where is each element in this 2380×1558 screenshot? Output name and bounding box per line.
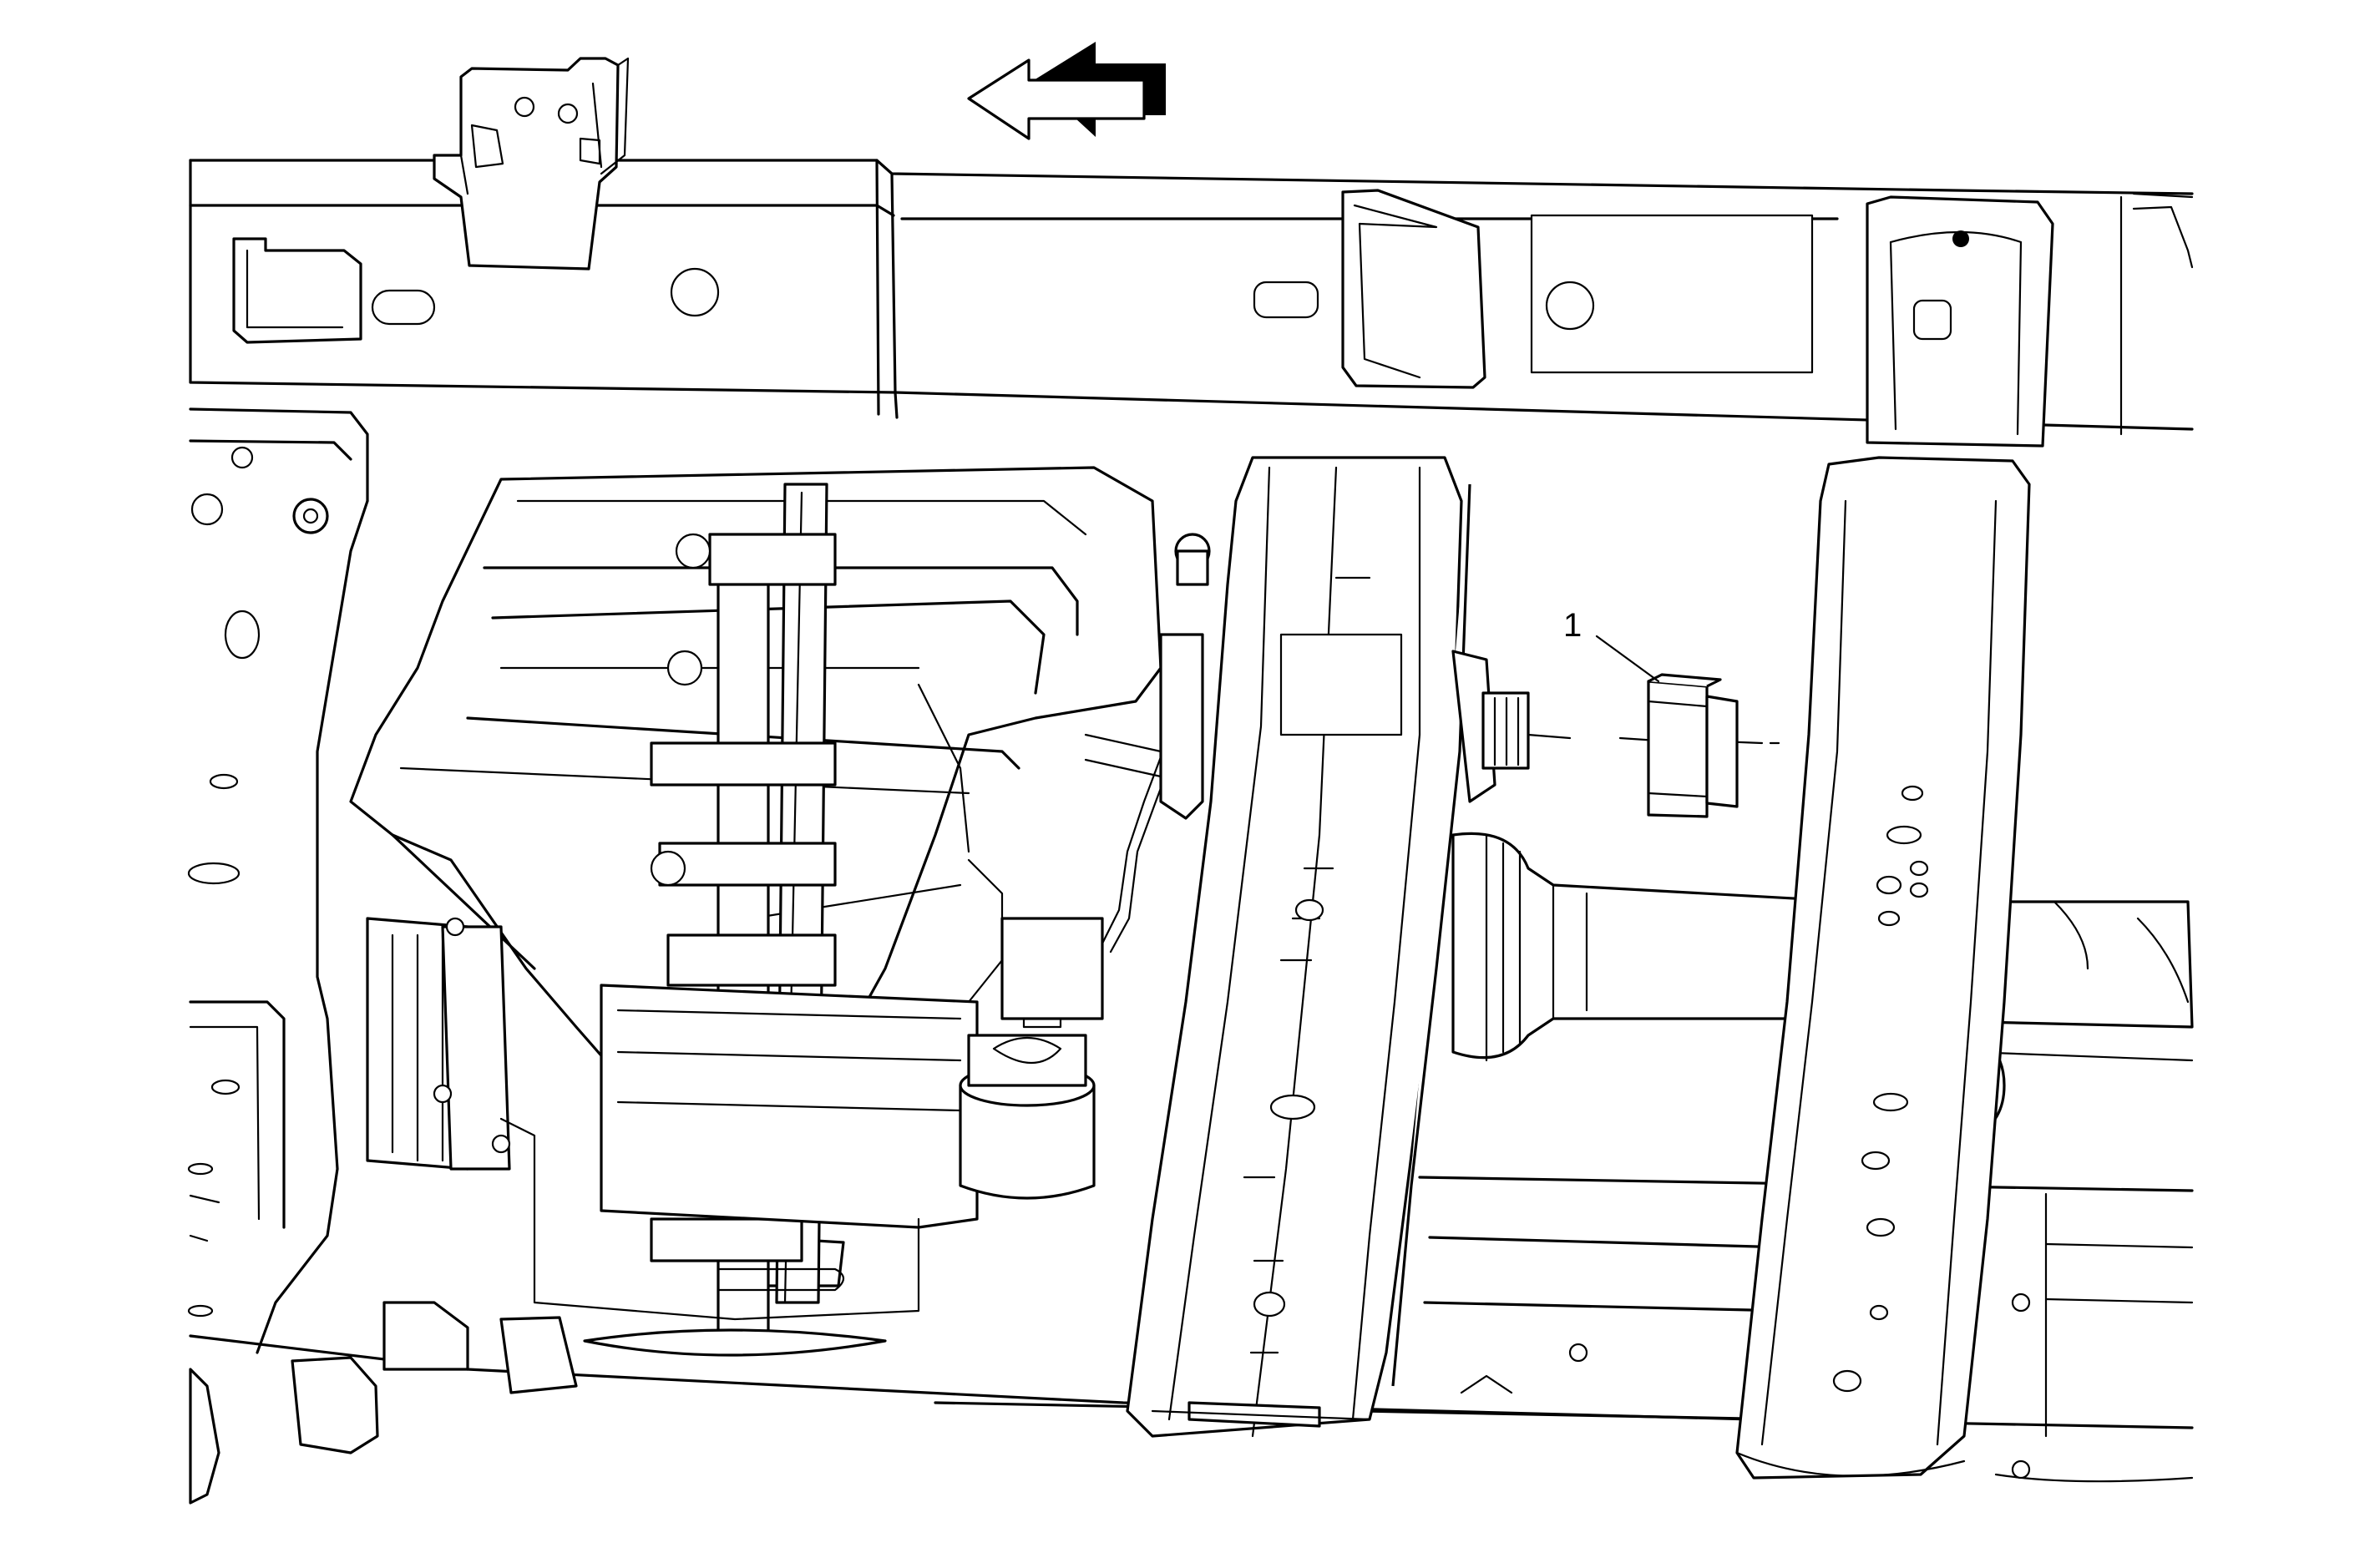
callout-label: 1 xyxy=(1563,607,1582,644)
seal xyxy=(1647,673,1739,818)
encoder-motor xyxy=(959,533,1211,1200)
frame-rail-upper xyxy=(189,57,2194,448)
crossmember-right xyxy=(1735,456,2031,1480)
crossmember-center xyxy=(1126,456,1471,1438)
callout-1: 1 xyxy=(1563,607,1660,683)
transfer-case xyxy=(349,466,1162,1357)
direction-arrow-icon xyxy=(967,42,1166,140)
